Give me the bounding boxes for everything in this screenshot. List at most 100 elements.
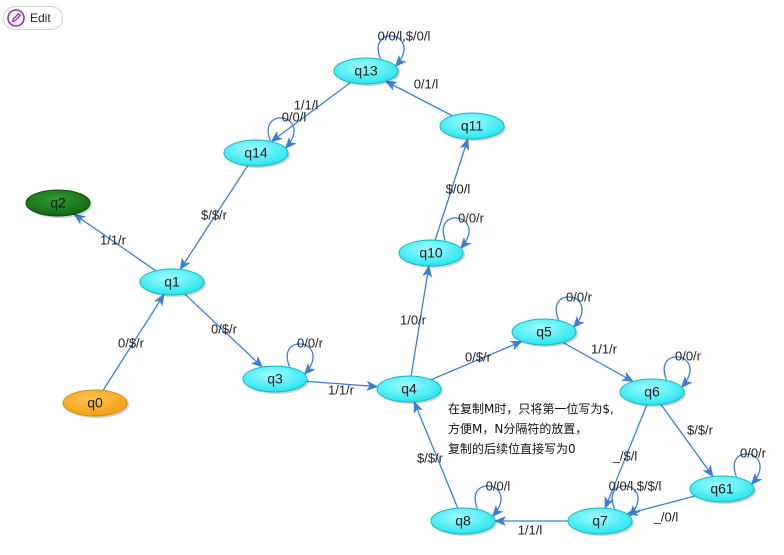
state-label: q6 <box>644 384 660 400</box>
transition-label: _/$/l <box>612 448 638 463</box>
transition-q6-q7: _/$/l <box>604 404 648 510</box>
transition-q5-q5: 0/0/r <box>555 289 593 329</box>
state-q0[interactable]: q0 <box>62 389 129 418</box>
transition-label: 0/$/r <box>118 335 145 350</box>
transition-q8-q8: 0/0/l <box>474 478 510 518</box>
state-ellipse[interactable] <box>376 375 442 403</box>
state-ellipse[interactable] <box>689 475 755 503</box>
state-q10[interactable]: q10 <box>398 239 465 268</box>
transition-q6-q61: $/$/r <box>660 404 714 478</box>
transition-q7-q8: 1/1/l <box>494 516 568 537</box>
transition-arrow <box>179 165 249 271</box>
state-q7[interactable]: q7 <box>567 507 634 536</box>
state-q3[interactable]: q3 <box>242 365 309 394</box>
state-ellipse[interactable] <box>398 239 464 267</box>
state-ellipse[interactable] <box>62 389 128 417</box>
state-label: q3 <box>267 371 283 387</box>
transition-label: 0/0/r <box>740 445 767 460</box>
transition-q3-q4: 1/1/r <box>306 380 379 397</box>
transition-arrow <box>611 485 641 518</box>
transition-label: 1/0/r <box>400 312 427 327</box>
transition-q8-q4: $/$/r <box>413 400 459 509</box>
state-ellipse[interactable] <box>511 318 577 346</box>
state-ellipse[interactable] <box>333 57 399 85</box>
transition-q1-q3: 0/$/r <box>184 293 264 368</box>
state-ellipse[interactable] <box>619 378 685 406</box>
transition-label: 0/0/l,$/$/l <box>609 478 662 493</box>
transition-arrow <box>562 341 634 383</box>
transition-label: _/0/l <box>653 509 679 524</box>
transition-label: 1/1/l <box>294 97 319 112</box>
transition-q1-q2: 1/1/r <box>73 213 157 272</box>
transition-arrow <box>660 404 714 478</box>
transition-arrow <box>733 453 763 486</box>
transition-arrow <box>73 213 157 272</box>
transition-label: 1/1/r <box>328 382 355 397</box>
transition-q14-q14: 0/0/l <box>267 109 307 150</box>
state-ellipse[interactable] <box>139 268 205 296</box>
transition-q4-q10: 1/0/r <box>400 264 433 377</box>
transition-q61-q61: 0/0/r <box>733 445 767 486</box>
transition-arrow <box>555 296 585 329</box>
transition-label: $/$/r <box>687 422 714 437</box>
transition-label: 1/1/r <box>591 341 618 356</box>
state-q1[interactable]: q1 <box>139 268 206 297</box>
transition-q0-q1: 0/$/r <box>102 293 165 391</box>
transition-arrow <box>442 217 472 250</box>
transition-q7-q7: 0/0/l,$/$/l <box>609 478 662 518</box>
note-line-3: 复制的后续位直接写为0 <box>448 442 576 456</box>
pencil-icon <box>7 9 25 27</box>
diagram-note: 在复制M时，只将第一位写为$, 方便M，N分隔符的放置， 复制的后续位直接写为0 <box>448 399 658 459</box>
state-label: q2 <box>50 195 66 211</box>
state-q4[interactable]: q4 <box>376 375 443 404</box>
state-ellipse[interactable] <box>430 507 496 535</box>
transition-arrow <box>184 293 264 368</box>
transition-arrow <box>270 81 352 143</box>
state-q5[interactable]: q5 <box>511 318 578 347</box>
transition-q11-q13: 0/1/l <box>384 76 453 117</box>
state-q8[interactable]: q8 <box>430 507 497 536</box>
state-ellipse[interactable] <box>25 189 91 217</box>
transition-label: $/$/r <box>201 207 228 222</box>
transition-q10-q10: 0/0/r <box>442 210 485 250</box>
transition-q61-q7: _/0/l <box>625 495 696 524</box>
transition-arrow <box>410 264 433 377</box>
edit-button-label: Edit <box>30 11 51 25</box>
transition-q10-q11: $/0/l <box>434 137 470 241</box>
transition-label: 0/0/l <box>282 109 307 124</box>
state-q11[interactable]: q11 <box>439 112 506 141</box>
transition-q4-q5: 0/$/r <box>430 340 523 381</box>
transition-arrow <box>267 117 297 150</box>
transition-label: 0/$/r <box>211 321 238 336</box>
transition-arrow <box>663 356 693 389</box>
state-ellipse[interactable] <box>567 507 633 535</box>
state-label: q7 <box>592 513 608 529</box>
transition-arrow <box>286 343 316 376</box>
transition-arrow <box>604 404 648 510</box>
transition-label: 0/$/r <box>465 349 492 364</box>
state-ellipse[interactable] <box>242 365 308 393</box>
transition-arrow <box>413 400 459 509</box>
state-q61[interactable]: q61 <box>689 475 756 504</box>
state-label: q8 <box>455 513 471 529</box>
state-label: q1 <box>164 274 180 290</box>
state-label: q4 <box>401 381 417 397</box>
transition-label: 0/0/r <box>458 210 485 225</box>
state-q14[interactable]: q14 <box>223 139 290 168</box>
transition-label: 0/0/l,$/0/l <box>378 28 431 43</box>
state-q2[interactable]: q2 <box>25 189 92 218</box>
state-ellipse[interactable] <box>223 139 289 167</box>
transition-label: 0/0/r <box>297 335 324 350</box>
state-ellipse[interactable] <box>439 112 505 140</box>
state-q13[interactable]: q13 <box>333 57 400 86</box>
transition-label: $/$/r <box>417 450 444 465</box>
transition-q6-q6: 0/0/r <box>663 348 702 389</box>
state-label: q11 <box>461 118 484 134</box>
transition-arrow <box>377 35 407 68</box>
state-q6[interactable]: q6 <box>619 378 686 407</box>
edit-button[interactable]: Edit <box>3 6 63 30</box>
transition-arrow <box>306 380 379 391</box>
state-label: q0 <box>87 395 103 411</box>
state-label: q10 <box>419 245 443 261</box>
